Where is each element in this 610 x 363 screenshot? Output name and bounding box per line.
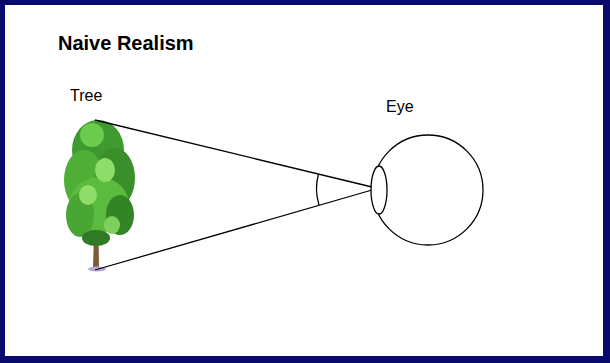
eye-lens: [371, 166, 387, 214]
eye-symbol: [371, 135, 483, 245]
angle-arc: [317, 174, 319, 205]
tree-illustration: [64, 120, 135, 272]
sight-lines: [95, 120, 372, 270]
part-label: Tree: [70, 87, 102, 105]
part-label: Eye: [386, 98, 414, 116]
diagram-title: Naive Realism: [58, 32, 194, 55]
